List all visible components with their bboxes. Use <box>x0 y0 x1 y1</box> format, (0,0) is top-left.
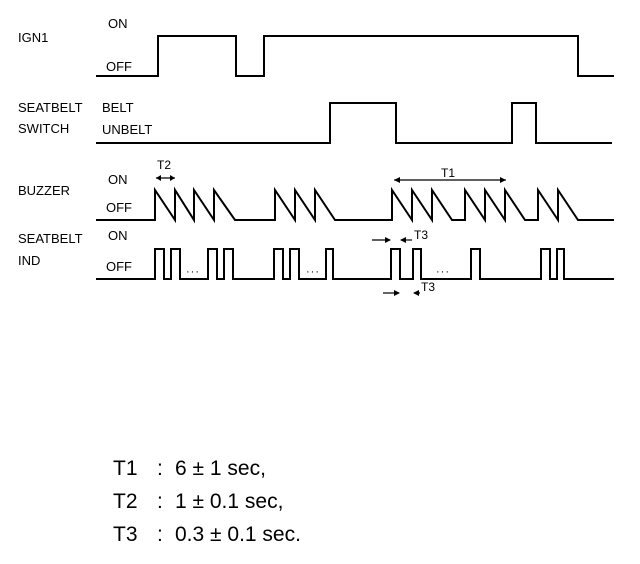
ign1-on-label: ON <box>108 16 128 31</box>
t3-top-arrow-left-head <box>385 237 391 243</box>
legend-symbol-t1: T1 <box>113 457 138 480</box>
seatbelt-switch-belt-label: BELT <box>102 100 134 115</box>
legend-separator: : <box>157 457 163 480</box>
t1-arrow-right <box>500 177 506 183</box>
t3-top-annotation: T3 <box>414 228 428 242</box>
t2-annotation: T2 <box>157 158 171 172</box>
seatbelt-switch-label-line1: SEATBELT <box>18 100 83 115</box>
seatbelt-ind-on-label: ON <box>108 228 128 243</box>
legend-symbol-t2: T2 <box>113 490 138 513</box>
ind-ellipsis-1: ··· <box>186 266 200 278</box>
legend-value-t3: 0.3 ± 0.1 sec. <box>175 523 301 546</box>
seatbelt-switch-unbelt-label: UNBELT <box>102 122 152 137</box>
seatbelt-switch-label-line2: SWITCH <box>18 121 69 136</box>
t2-arrow-left <box>156 175 161 181</box>
t3-bottom-annotation: T3 <box>421 280 435 294</box>
legend-row-t3: T3:0.3 ± 0.1 sec. <box>113 518 433 551</box>
t1-annotation: T1 <box>441 166 455 180</box>
buzzer-label: BUZZER <box>18 183 70 198</box>
legend-symbol-t3: T3 <box>113 523 138 546</box>
buzzer-on-label: ON <box>108 172 128 187</box>
seatbelt-ind-label-line2: IND <box>18 253 40 268</box>
buzzer-off-label: OFF <box>106 200 132 215</box>
t1-arrow-left <box>394 177 400 183</box>
t2-arrow-right <box>170 175 175 181</box>
seatbelt-ind-waveform <box>96 248 614 280</box>
t3-top-arrow-right-head <box>400 237 406 243</box>
legend-value-t2: 1 ± 0.1 sec, <box>175 490 284 513</box>
ign1-waveform <box>96 35 614 77</box>
ign1-off-label: OFF <box>106 59 132 74</box>
legend-row-t1: T1:6 ± 1 sec, <box>113 452 433 485</box>
timing-legend: T1:6 ± 1 sec, T2:1 ± 0.1 sec, T3:0.3 ± 0… <box>113 452 433 551</box>
legend-row-t2: T2:1 ± 0.1 sec, <box>113 485 433 518</box>
seatbelt-ind-label-line1: SEATBELT <box>18 231 83 246</box>
seatbelt-ind-off-label: OFF <box>106 259 132 274</box>
ind-ellipsis-2: ··· <box>306 266 320 278</box>
t3-bottom-arrow-left-head <box>394 290 400 296</box>
ign1-label: IGN1 <box>18 30 48 45</box>
ind-ellipsis-3: ··· <box>436 266 450 278</box>
legend-separator: : <box>157 523 163 546</box>
legend-value-t1: 6 ± 1 sec, <box>175 457 266 480</box>
buzzer-waveform <box>96 186 614 224</box>
legend-separator: : <box>157 490 163 513</box>
t3-bottom-arrow-right-head <box>413 290 419 296</box>
seatbelt-switch-waveform <box>96 102 612 144</box>
